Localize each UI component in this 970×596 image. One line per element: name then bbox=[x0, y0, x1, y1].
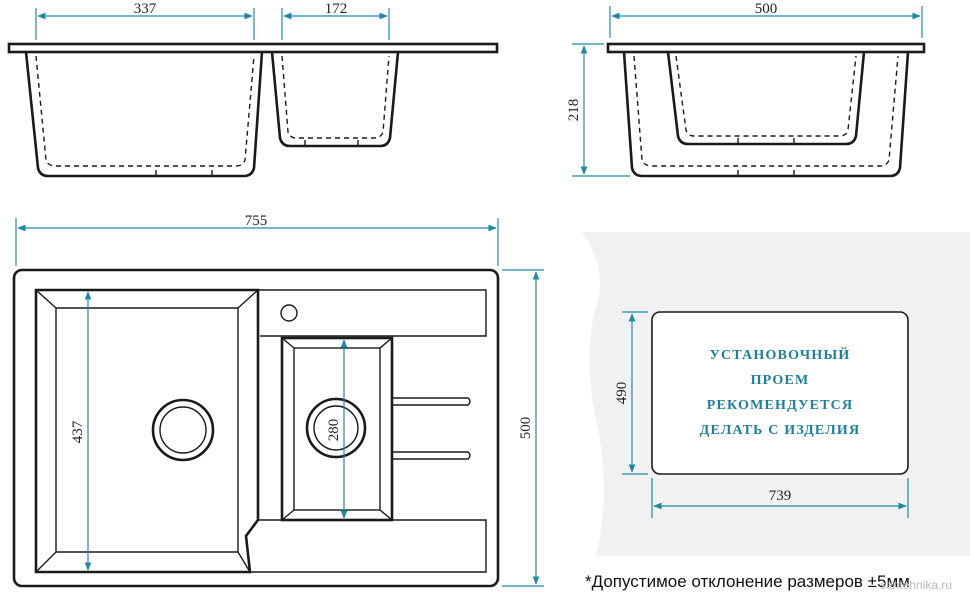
height-label: 218 bbox=[566, 99, 582, 122]
right-bowl-inner-hidden-line bbox=[281, 55, 390, 139]
left-bowl-width-label: 337 bbox=[134, 1, 157, 17]
left-bowl-length-label: 437 bbox=[70, 420, 86, 443]
tolerance-note: *Допустимое отклонение размеров ±5мм bbox=[585, 572, 910, 591]
right-drain-outer bbox=[305, 397, 367, 459]
right-bowl-section bbox=[270, 51, 400, 148]
side-drain-marks bbox=[737, 138, 795, 176]
drainer-edge bbox=[250, 519, 487, 573]
left-bowl-inner-hidden-line bbox=[35, 55, 255, 167]
left-drain-inner bbox=[159, 406, 207, 454]
left-bowl-corners bbox=[35, 289, 259, 573]
side-bowl-inner-hidden-line bbox=[633, 55, 899, 167]
cutout-view: УСТАНОВОЧНЫЙ ПРОЕМ РЕКОМЕНДУЕТСЯ ДЕЛАТЬ … bbox=[582, 232, 970, 556]
cutout-note-line-2: ПРОЕМ bbox=[751, 373, 810, 388]
front-section-view: 337 172 bbox=[7, 1, 499, 178]
right-drain-mark bbox=[304, 140, 359, 146]
cutout-note-line-3: РЕКОМЕНДУЕТСЯ bbox=[707, 398, 854, 413]
drainer-groove-bottom bbox=[392, 451, 471, 460]
side-small-bowl-section bbox=[666, 51, 866, 146]
right-drain-inner bbox=[313, 405, 359, 451]
cutout-note-line-4: ДЕЛАТЬ С ИЗДЕЛИЯ bbox=[700, 423, 861, 438]
watermark: santehnika.ru bbox=[880, 578, 952, 592]
drainer-groove-top bbox=[392, 397, 471, 406]
cutout-opening bbox=[651, 311, 909, 475]
side-small-bowl-hidden-line bbox=[675, 55, 857, 137]
right-bowl-corners bbox=[281, 337, 393, 521]
side-width-label: 500 bbox=[755, 1, 778, 17]
cutout-note-line-1: УСТАНОВОЧНЫЙ bbox=[710, 346, 851, 363]
left-bowl-section bbox=[24, 51, 264, 178]
left-drain-outer bbox=[151, 398, 215, 462]
left-drain-mark bbox=[155, 170, 213, 176]
right-bowl-floor bbox=[293, 347, 381, 511]
top-plan-view: 755 437 280 500 bbox=[12, 213, 544, 588]
side-countertop-flange bbox=[606, 42, 926, 54]
side-section-view: 500 218 bbox=[566, 1, 926, 178]
faucet-deck bbox=[258, 289, 487, 337]
overall-depth-label: 500 bbox=[518, 417, 534, 440]
overall-width-label: 755 bbox=[245, 213, 268, 229]
countertop-flange bbox=[7, 42, 499, 54]
cutout-depth-label: 490 bbox=[614, 382, 630, 405]
sink-outline bbox=[12, 268, 500, 588]
cutout-width-label: 739 bbox=[769, 488, 792, 504]
faucet-hole bbox=[280, 304, 298, 322]
side-bowl-section bbox=[622, 51, 910, 178]
right-bowl-length-label: 280 bbox=[326, 419, 342, 442]
right-bowl-width-label: 172 bbox=[325, 1, 348, 17]
